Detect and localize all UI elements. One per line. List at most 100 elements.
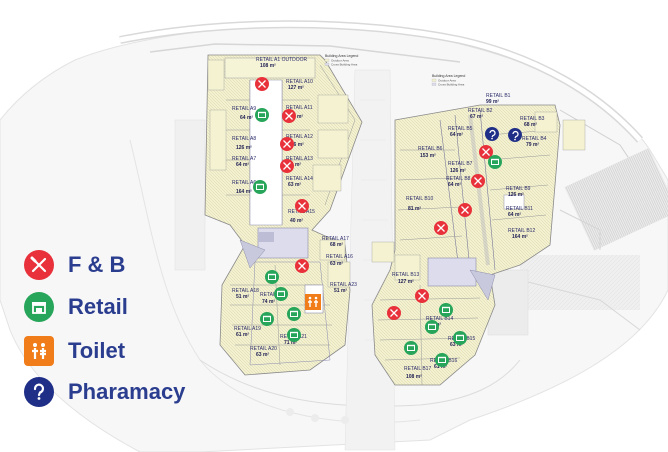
shop-icon[interactable]	[260, 312, 274, 326]
legend-fnb-label: F & B	[68, 252, 126, 277]
fork-knife-icon[interactable]	[295, 259, 309, 273]
unit-area: 108 m²	[260, 63, 276, 69]
fork-knife-icon[interactable]	[479, 145, 493, 159]
unit-label: RETAIL A1 OUTDOOR	[256, 57, 308, 63]
unit-area: 64 m²	[290, 114, 303, 120]
unit-area: 67 m²	[470, 114, 483, 120]
unit-area: 79 m²	[526, 142, 539, 148]
shop-icon[interactable]	[265, 270, 279, 284]
unit-area: 64 m²	[236, 162, 249, 168]
legend-toilet-label: Toilet	[68, 338, 126, 363]
fork-knife-icon[interactable]	[255, 77, 269, 91]
shop-icon[interactable]	[488, 155, 502, 169]
unit-area: 99 m²	[486, 99, 499, 105]
unit-area: 127 m²	[288, 85, 304, 91]
shop-icon[interactable]	[287, 328, 301, 342]
shop-icon	[24, 292, 54, 322]
unit-area: 51 m²	[334, 288, 347, 294]
unit-label: RETAIL A9	[232, 106, 256, 112]
fork-knife-icon[interactable]	[434, 221, 448, 235]
unit-label: RETAIL B5	[448, 126, 473, 132]
shop-icon[interactable]	[287, 307, 301, 321]
shop-icon[interactable]	[255, 108, 269, 122]
unit-area: 64 m²	[450, 132, 463, 138]
unit-area: 68 m²	[330, 242, 343, 248]
legend-retail-label: Retail	[68, 294, 128, 319]
unit-area: 108 m²	[406, 374, 422, 380]
pharmacy-icon[interactable]	[508, 128, 522, 142]
shop-icon[interactable]	[439, 303, 453, 317]
fork-knife-icon[interactable]	[295, 199, 309, 213]
unit-label: RETAIL A19	[234, 326, 261, 332]
unit-area: 51 m²	[236, 294, 249, 300]
unit-label: RETAIL A8	[232, 136, 256, 142]
unit-area: 63 m²	[288, 182, 301, 188]
unit-area: 63 m²	[450, 342, 463, 348]
unit-label: RETAIL B6	[418, 146, 443, 152]
shop-icon[interactable]	[253, 180, 267, 194]
unit-area: 126 m²	[508, 192, 524, 198]
unit-label: RETAIL B9	[506, 186, 531, 192]
building-area-legend-right: Building Area Legend Outdoor Area Cross …	[431, 74, 465, 87]
unit-area: 64 m²	[240, 115, 253, 121]
shop-icon[interactable]	[435, 353, 449, 367]
unit-area: 127 m²	[398, 279, 414, 285]
unit-area: 126 m²	[450, 168, 466, 174]
shop-icon[interactable]	[425, 320, 439, 334]
map-markers	[253, 77, 522, 367]
legend-toilet: Toilet	[24, 336, 125, 366]
fork-knife-icon[interactable]	[415, 289, 429, 303]
fork-knife-icon[interactable]	[458, 203, 472, 217]
unit-label: RETAIL A10	[286, 79, 313, 85]
unit-label: RETAIL A18	[232, 288, 259, 294]
shop-icon[interactable]	[274, 287, 288, 301]
shop-icon[interactable]	[453, 331, 467, 345]
pharmacy-icon[interactable]	[485, 127, 499, 141]
fork-knife-icon[interactable]	[471, 174, 485, 188]
toilet-icon[interactable]	[305, 294, 321, 310]
unit-area: 126 m²	[288, 142, 304, 148]
unit-label: RETAIL B10	[406, 196, 433, 202]
fork-knife-icon[interactable]	[387, 306, 401, 320]
shop-icon[interactable]	[404, 341, 418, 355]
fork-knife-icon[interactable]	[280, 137, 294, 151]
legend-pharmacy: Pharamacy	[24, 377, 185, 407]
unit-label: RETAIL A7	[232, 156, 256, 162]
fork-knife-icon[interactable]	[282, 109, 296, 123]
unit-label: RETAIL B12	[508, 228, 535, 234]
fork-knife-icon[interactable]	[280, 159, 294, 173]
unit-a9[interactable]: RETAIL A9 64 m²	[232, 106, 256, 121]
building-b	[371, 104, 586, 386]
